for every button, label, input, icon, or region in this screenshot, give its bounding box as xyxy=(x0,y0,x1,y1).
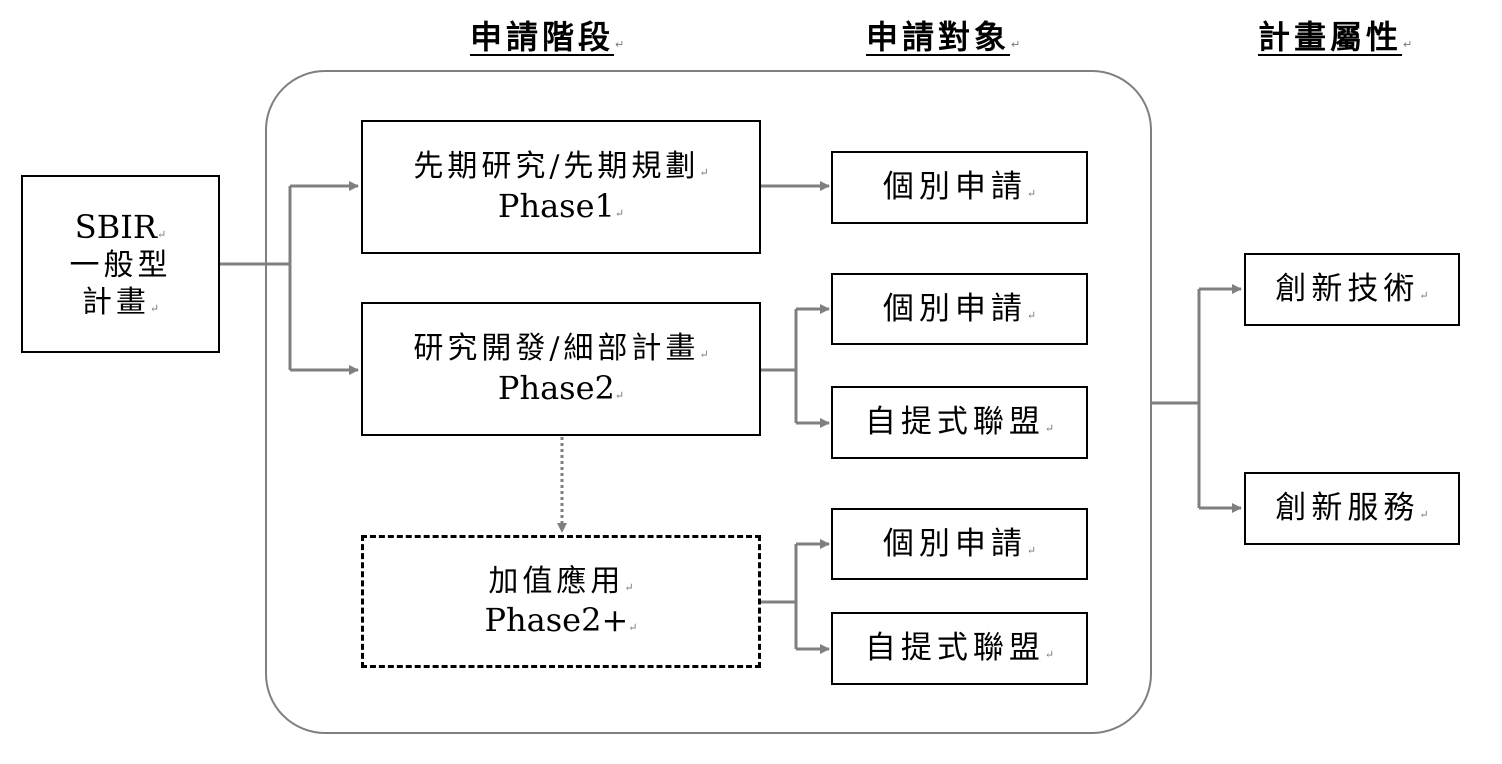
target-label: 個別申請 xyxy=(882,290,1027,327)
phase-group-container xyxy=(265,70,1152,734)
target-box-phase2-alliance: 自提式聯盟↵ xyxy=(831,386,1088,459)
heading-target: 申請對象↵ xyxy=(866,18,1025,56)
heading-target-text: 申請對象 xyxy=(866,18,1011,56)
target-box-phase2plus-alliance: 自提式聯盟↵ xyxy=(831,612,1088,685)
phase1-code: Phase1↵ xyxy=(497,186,625,225)
attribute-box-service: 創新服務↵ xyxy=(1244,472,1460,545)
heading-attribute: 計畫屬性↵ xyxy=(1258,18,1417,56)
heading-phase-text: 申請階段 xyxy=(470,18,615,56)
phase2plus-code: Phase2+↵ xyxy=(484,601,638,640)
phase1-name: 先期研究/先期規劃↵ xyxy=(413,149,709,185)
phase2-box: 研究開發/細部計畫↵ Phase2↵ xyxy=(361,302,761,436)
target-box-phase1-individual: 個別申請↵ xyxy=(831,151,1088,224)
phase2plus-box: 加值應用↵ Phase2+↵ xyxy=(361,535,761,668)
heading-attribute-text: 計畫屬性 xyxy=(1258,18,1403,56)
attribute-box-tech: 創新技術↵ xyxy=(1244,253,1460,326)
phase2plus-name: 加值應用↵ xyxy=(488,563,634,599)
target-label: 個別申請 xyxy=(882,525,1027,562)
phase2-name: 研究開發/細部計畫↵ xyxy=(413,331,709,367)
sbir-general-plan-box: SBIR↵ 一般型 計畫↵ xyxy=(21,175,220,353)
source-line3: 計畫↵ xyxy=(81,285,160,320)
target-label: 個別申請 xyxy=(882,169,1027,206)
attribute-label: 創新技術 xyxy=(1275,271,1420,308)
phase1-box: 先期研究/先期規劃↵ Phase1↵ xyxy=(361,120,761,254)
phase2-code: Phase2↵ xyxy=(497,368,625,407)
source-line2: 一般型 xyxy=(69,247,172,283)
target-box-phase2plus-individual: 個別申請↵ xyxy=(831,508,1088,580)
target-label: 自提式聯盟 xyxy=(864,404,1045,441)
attribute-label: 創新服務 xyxy=(1275,490,1420,527)
source-line1: SBIR↵ xyxy=(74,207,167,246)
target-label: 自提式聯盟 xyxy=(864,630,1045,667)
heading-phase: 申請階段↵ xyxy=(470,18,629,56)
target-box-phase2-individual: 個別申請↵ xyxy=(831,273,1088,345)
